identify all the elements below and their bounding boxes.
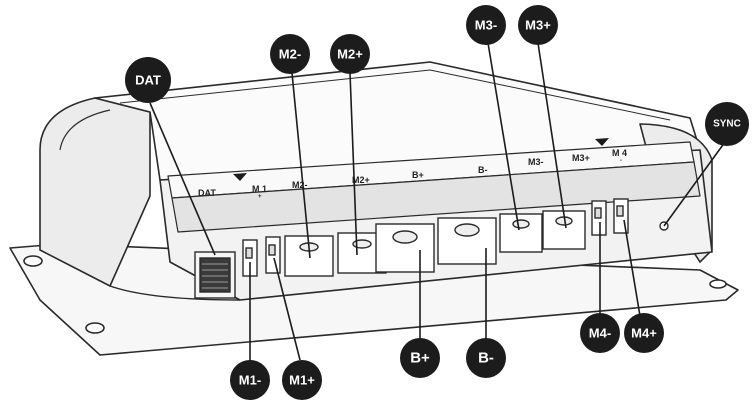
arrow-marker-left [233, 173, 247, 181]
controller-body [9, 61, 739, 356]
leader-m3-minus [487, 42, 520, 231]
svg-text:M2+: M2+ [337, 47, 363, 62]
mounting-hole-left [23, 255, 43, 267]
callout-sync: SYNC [705, 102, 749, 146]
svg-text:M2-: M2- [279, 47, 301, 62]
label-m2-plus: M2+ [352, 175, 370, 185]
b-plus-terminal [375, 223, 435, 273]
arrow-marker-right [595, 138, 609, 146]
label-m4-signs: - [620, 158, 622, 164]
leader-m4-plus [623, 219, 641, 317]
label-m3-plus: M3+ [572, 153, 590, 163]
leader-lines [149, 42, 726, 362]
callout-m4-plus: M4+ [624, 313, 664, 353]
svg-text:SYNC: SYNC [713, 119, 741, 130]
svg-text:M4-: M4- [589, 326, 611, 341]
svg-text:M3-: M3- [475, 18, 497, 33]
leader-m2-plus [349, 72, 358, 256]
b-minus-terminal [437, 217, 497, 265]
label-m3-minus: M3- [528, 157, 544, 167]
leader-m3-plus [537, 42, 567, 229]
mounting-hole-bottom [85, 322, 105, 334]
mounting-hole-right [709, 279, 727, 289]
svg-text:M3+: M3+ [525, 18, 551, 33]
leader-m1-plus [273, 257, 301, 361]
label-m1: M 1 [252, 184, 267, 194]
leader-m2-minus [291, 72, 311, 259]
label-m4: M 4 [612, 148, 627, 158]
m4-minus-tab [591, 200, 607, 236]
m3-minus-terminal [499, 213, 543, 253]
callout-m3-plus: M3+ [518, 5, 558, 45]
callout-m2-plus: M2+ [330, 34, 370, 74]
left-end-cap [39, 97, 151, 287]
body-labels: DAT M 1 + M2- M2+ B+ B- M3- M3+ M 4 - [198, 138, 627, 200]
callout-b-plus: B+ [400, 338, 440, 378]
svg-text:B-: B- [478, 350, 494, 367]
svg-text:M1+: M1+ [289, 373, 315, 388]
callout-dat: DAT [125, 57, 171, 103]
leader-dat [149, 102, 216, 256]
label-dat: DAT [198, 188, 216, 198]
label-m1-signs: + [258, 194, 262, 200]
label-m2-minus: M2- [292, 180, 308, 190]
dat-port [194, 251, 236, 299]
callout-m3-minus: M3- [466, 5, 506, 45]
label-b-minus: B- [478, 165, 488, 175]
svg-text:DAT: DAT [135, 73, 161, 88]
svg-text:M4+: M4+ [631, 326, 657, 341]
m1-plus-tab [265, 236, 281, 274]
label-b-plus: B+ [412, 170, 424, 180]
callouts: DAT M2- M2+ M3- M3+ SYNC M1- M1+ [125, 5, 749, 400]
svg-text:M1-: M1- [239, 373, 261, 388]
callout-m2-minus: M2- [270, 34, 310, 74]
callout-m1-plus: M1+ [282, 360, 322, 400]
callout-b-minus: B- [466, 338, 506, 378]
leader-sync [663, 141, 726, 227]
callout-m1-minus: M1- [230, 360, 270, 400]
callout-m4-minus: M4- [580, 313, 620, 353]
svg-text:B+: B+ [410, 350, 430, 367]
